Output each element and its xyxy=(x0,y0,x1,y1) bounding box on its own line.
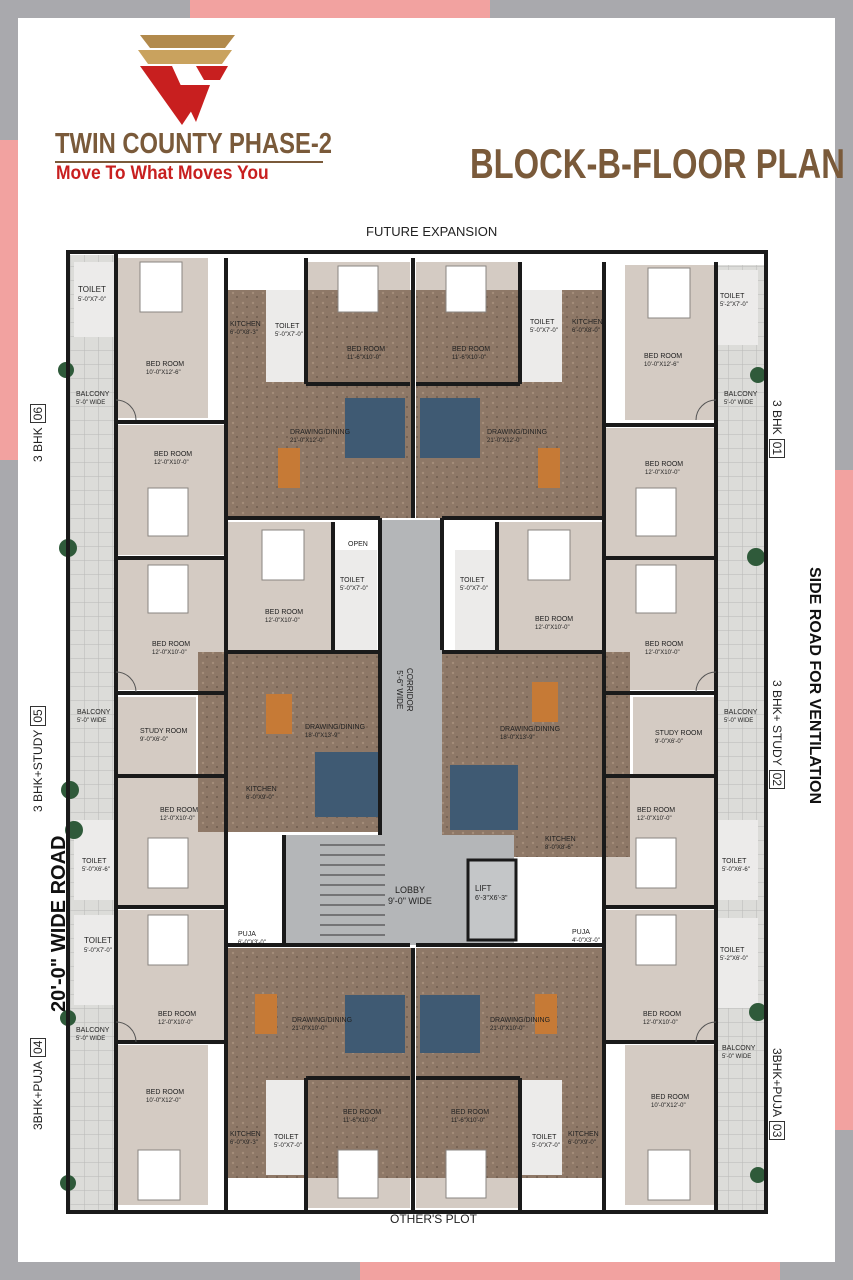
edge-label-bottom: OTHER'S PLOT xyxy=(390,1212,477,1226)
dining-tables xyxy=(255,448,560,1034)
unit-label-05: 3 BHK+STUDY05 xyxy=(30,706,46,812)
lift-shaft xyxy=(466,858,518,942)
study-left xyxy=(116,697,196,775)
corridor-floor xyxy=(380,520,442,860)
road-label-right: SIDE ROAD FOR VENTILATION xyxy=(806,567,823,805)
brand-logo xyxy=(138,35,235,125)
beds xyxy=(137,261,691,1201)
edge-label-top: FUTURE EXPANSION xyxy=(366,224,498,239)
walls xyxy=(66,250,768,1214)
brand-name: TWIN COUNTY PHASE-2 xyxy=(55,128,333,160)
staircase xyxy=(320,844,385,936)
unit-label-01: 3 BHK01 xyxy=(769,400,785,459)
sofas xyxy=(315,398,518,1053)
unit-label-06: 3 BHK06 xyxy=(30,403,46,462)
unit-label-03: 3BHK+PUJA03 xyxy=(769,1048,785,1141)
toilet-floors xyxy=(74,262,758,1175)
plan-title: BLOCK-B-FLOOR PLAN xyxy=(470,140,845,187)
road-label-left: 20'-0" WIDE ROAD xyxy=(48,835,70,1012)
unit-label-02: 3 BHK+ STUDY02 xyxy=(769,680,785,790)
unit-label-04: 3BHK+PUJA04 xyxy=(30,1037,46,1130)
brand-tagline: Move To What Moves You xyxy=(56,163,269,184)
balcony-strip-right xyxy=(715,265,765,1210)
balcony-strip-left xyxy=(68,255,116,1210)
door-swings xyxy=(115,399,717,1043)
study-right xyxy=(633,697,715,775)
room-label: OPEN xyxy=(348,541,368,548)
brand-divider xyxy=(55,161,323,163)
